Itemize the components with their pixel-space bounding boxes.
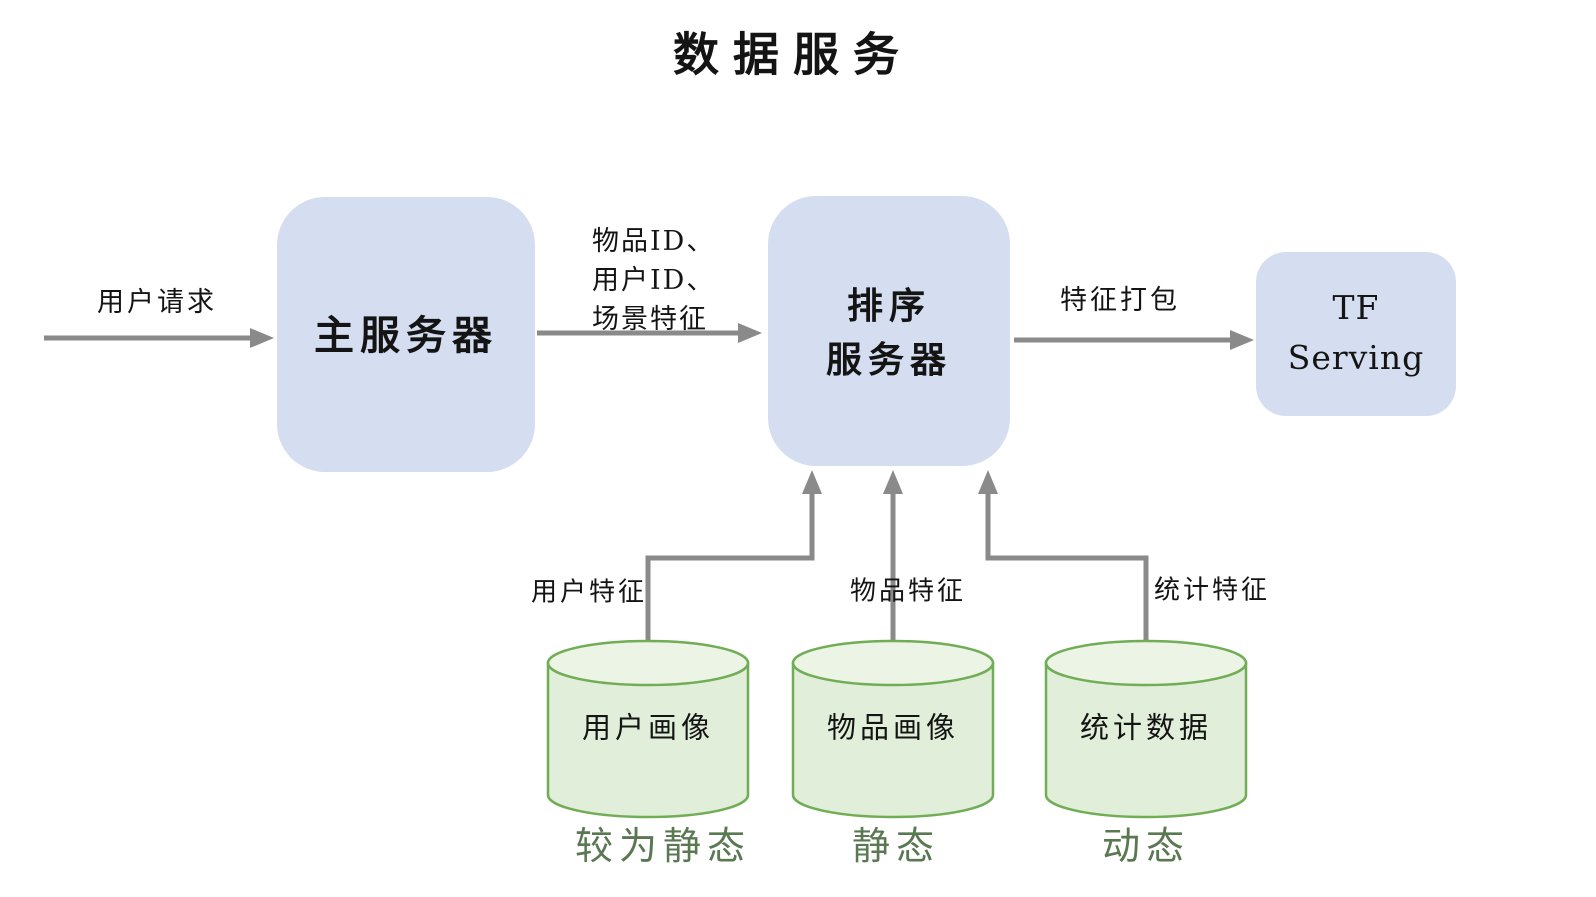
edge-label-ids-line3: 场景特征 (592, 304, 708, 335)
arrowhead-user-feature (802, 470, 822, 494)
edge-label-stat-feature: 统计特征 (1153, 575, 1271, 606)
tf-serving-label: TF Serving (1288, 283, 1425, 383)
db-statistics-cylinder (1044, 639, 1248, 819)
arrow-user-feature (645, 492, 815, 652)
edge-label-ids-line2: 用户ID、 (592, 265, 716, 296)
arrowhead-stat-feature (978, 470, 998, 494)
ranking-server-label-line2: 服务器 (825, 339, 953, 381)
ranking-server-label: 排序 服务器 (826, 279, 952, 387)
node-main-server (277, 197, 535, 472)
annotation-dynamic: 动态 (1101, 824, 1191, 869)
edge-label-ids-line1: 物品ID、 (592, 226, 716, 257)
diagram-title: 数据服务 (673, 27, 913, 82)
node-ranking-server (768, 196, 1010, 466)
ranking-server-label-line1: 排序 (846, 285, 932, 327)
edge-label-user-request: 用户请求 (97, 286, 217, 318)
annotation-relatively-static: 较为静态 (574, 824, 752, 869)
db-item-profile-cylinder (791, 639, 995, 819)
edge-label-item-feature: 物品特征 (849, 576, 967, 607)
arrowhead-main-to-ranking (738, 323, 762, 343)
annotation-static: 静态 (851, 824, 941, 869)
db-user-profile-label: 用户画像 (581, 710, 715, 745)
arrowhead-user-request (250, 328, 274, 348)
arrow-stat-feature (985, 492, 1149, 652)
tf-serving-label-line1: TF (1332, 288, 1380, 327)
node-tf-serving (1256, 252, 1456, 416)
db-user-profile-cylinder (546, 639, 750, 819)
db-statistics-label: 统计数据 (1079, 710, 1213, 745)
edge-label-user-feature: 用户特征 (530, 577, 648, 608)
db-item-profile-label: 物品画像 (826, 710, 960, 745)
edge-label-feature-pack: 特征打包 (1060, 284, 1180, 316)
edge-label-ids-to-ranking: 物品ID、 用户ID、 场景特征 (592, 222, 715, 339)
arrowhead-item-feature (883, 470, 903, 494)
main-server-label: 主服务器 (314, 312, 498, 359)
arrowhead-ranking-to-tf (1230, 330, 1254, 350)
tf-serving-label-line2: Serving (1287, 338, 1425, 377)
